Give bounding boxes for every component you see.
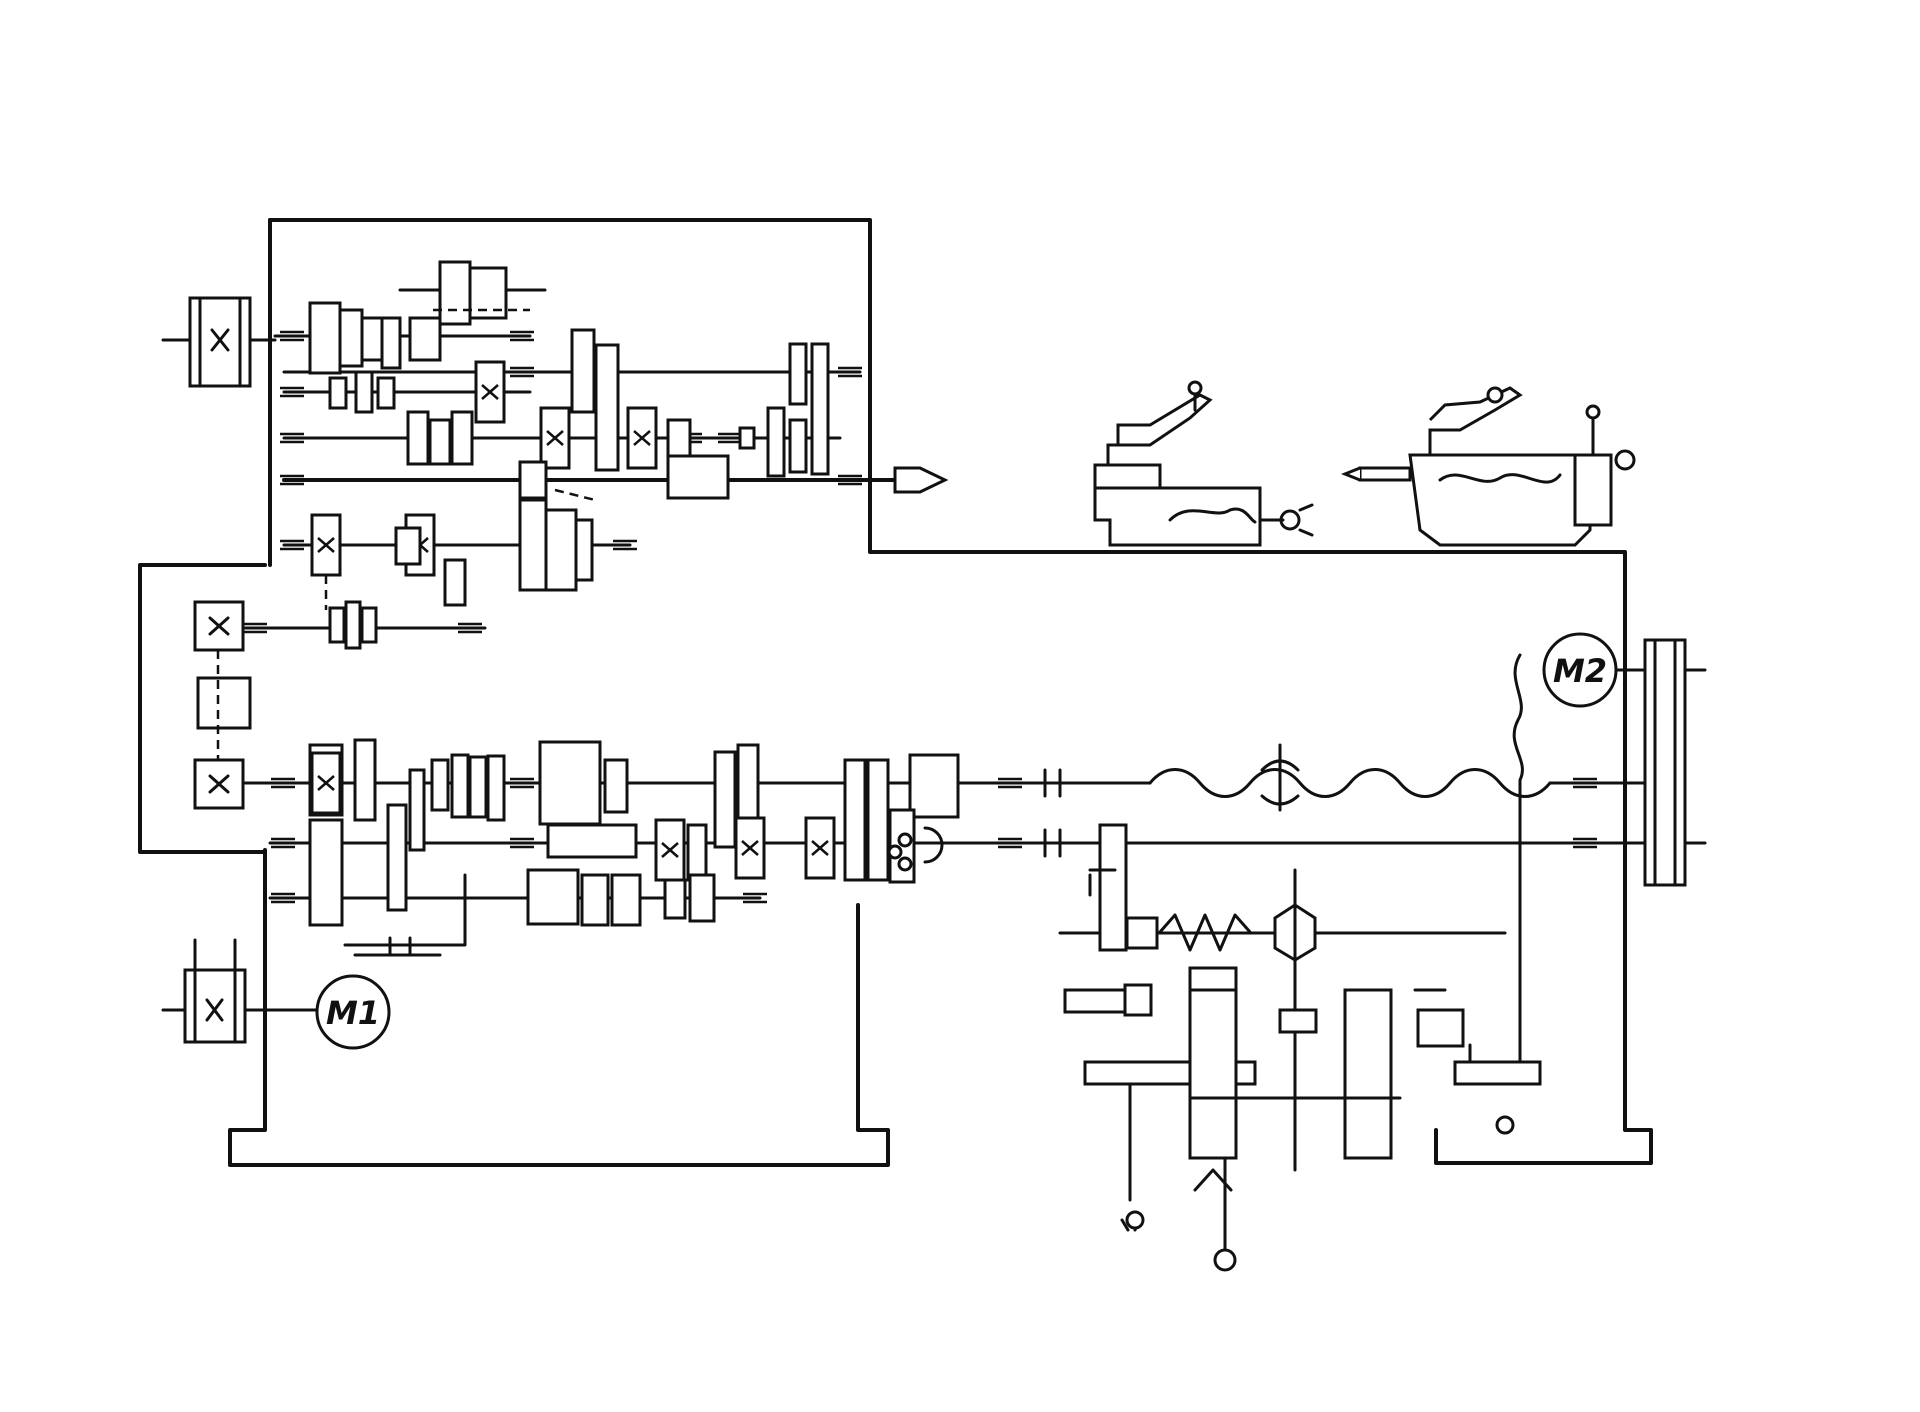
input-pulley-upper xyxy=(161,296,277,388)
headstock-gears xyxy=(308,260,830,650)
lead-screw-icon xyxy=(1148,768,1552,798)
tool-post-icon xyxy=(1093,463,1162,490)
handwheel-icon xyxy=(1495,1115,1515,1135)
handwheel-icon xyxy=(1125,1210,1145,1230)
motor-pulley-lower xyxy=(161,938,320,1044)
handwheel-icon xyxy=(1213,1248,1237,1272)
lead-screw xyxy=(958,743,1662,812)
motor-m1-label: M1 xyxy=(326,994,380,1032)
handwheel-icon xyxy=(1614,449,1636,471)
feed-box-gears xyxy=(308,738,960,957)
carriage-tool-post xyxy=(1093,380,1314,547)
motor-m2-label: M2 xyxy=(1553,652,1607,690)
apron-mechanism xyxy=(1058,823,1542,1272)
spindle-center-icon xyxy=(893,466,949,494)
tailstock xyxy=(1340,386,1636,547)
change-gear-train xyxy=(193,600,252,810)
motor-m2: M2 xyxy=(1542,632,1645,708)
motor-icon xyxy=(315,974,391,1050)
rapid-motor-belt xyxy=(1512,638,1707,1072)
spindle-center xyxy=(893,466,949,494)
machine-frame xyxy=(138,218,1653,1167)
motor-m1: M1 xyxy=(315,974,391,1050)
feed-rod xyxy=(958,828,1647,858)
tailstock-icon xyxy=(1408,453,1592,547)
